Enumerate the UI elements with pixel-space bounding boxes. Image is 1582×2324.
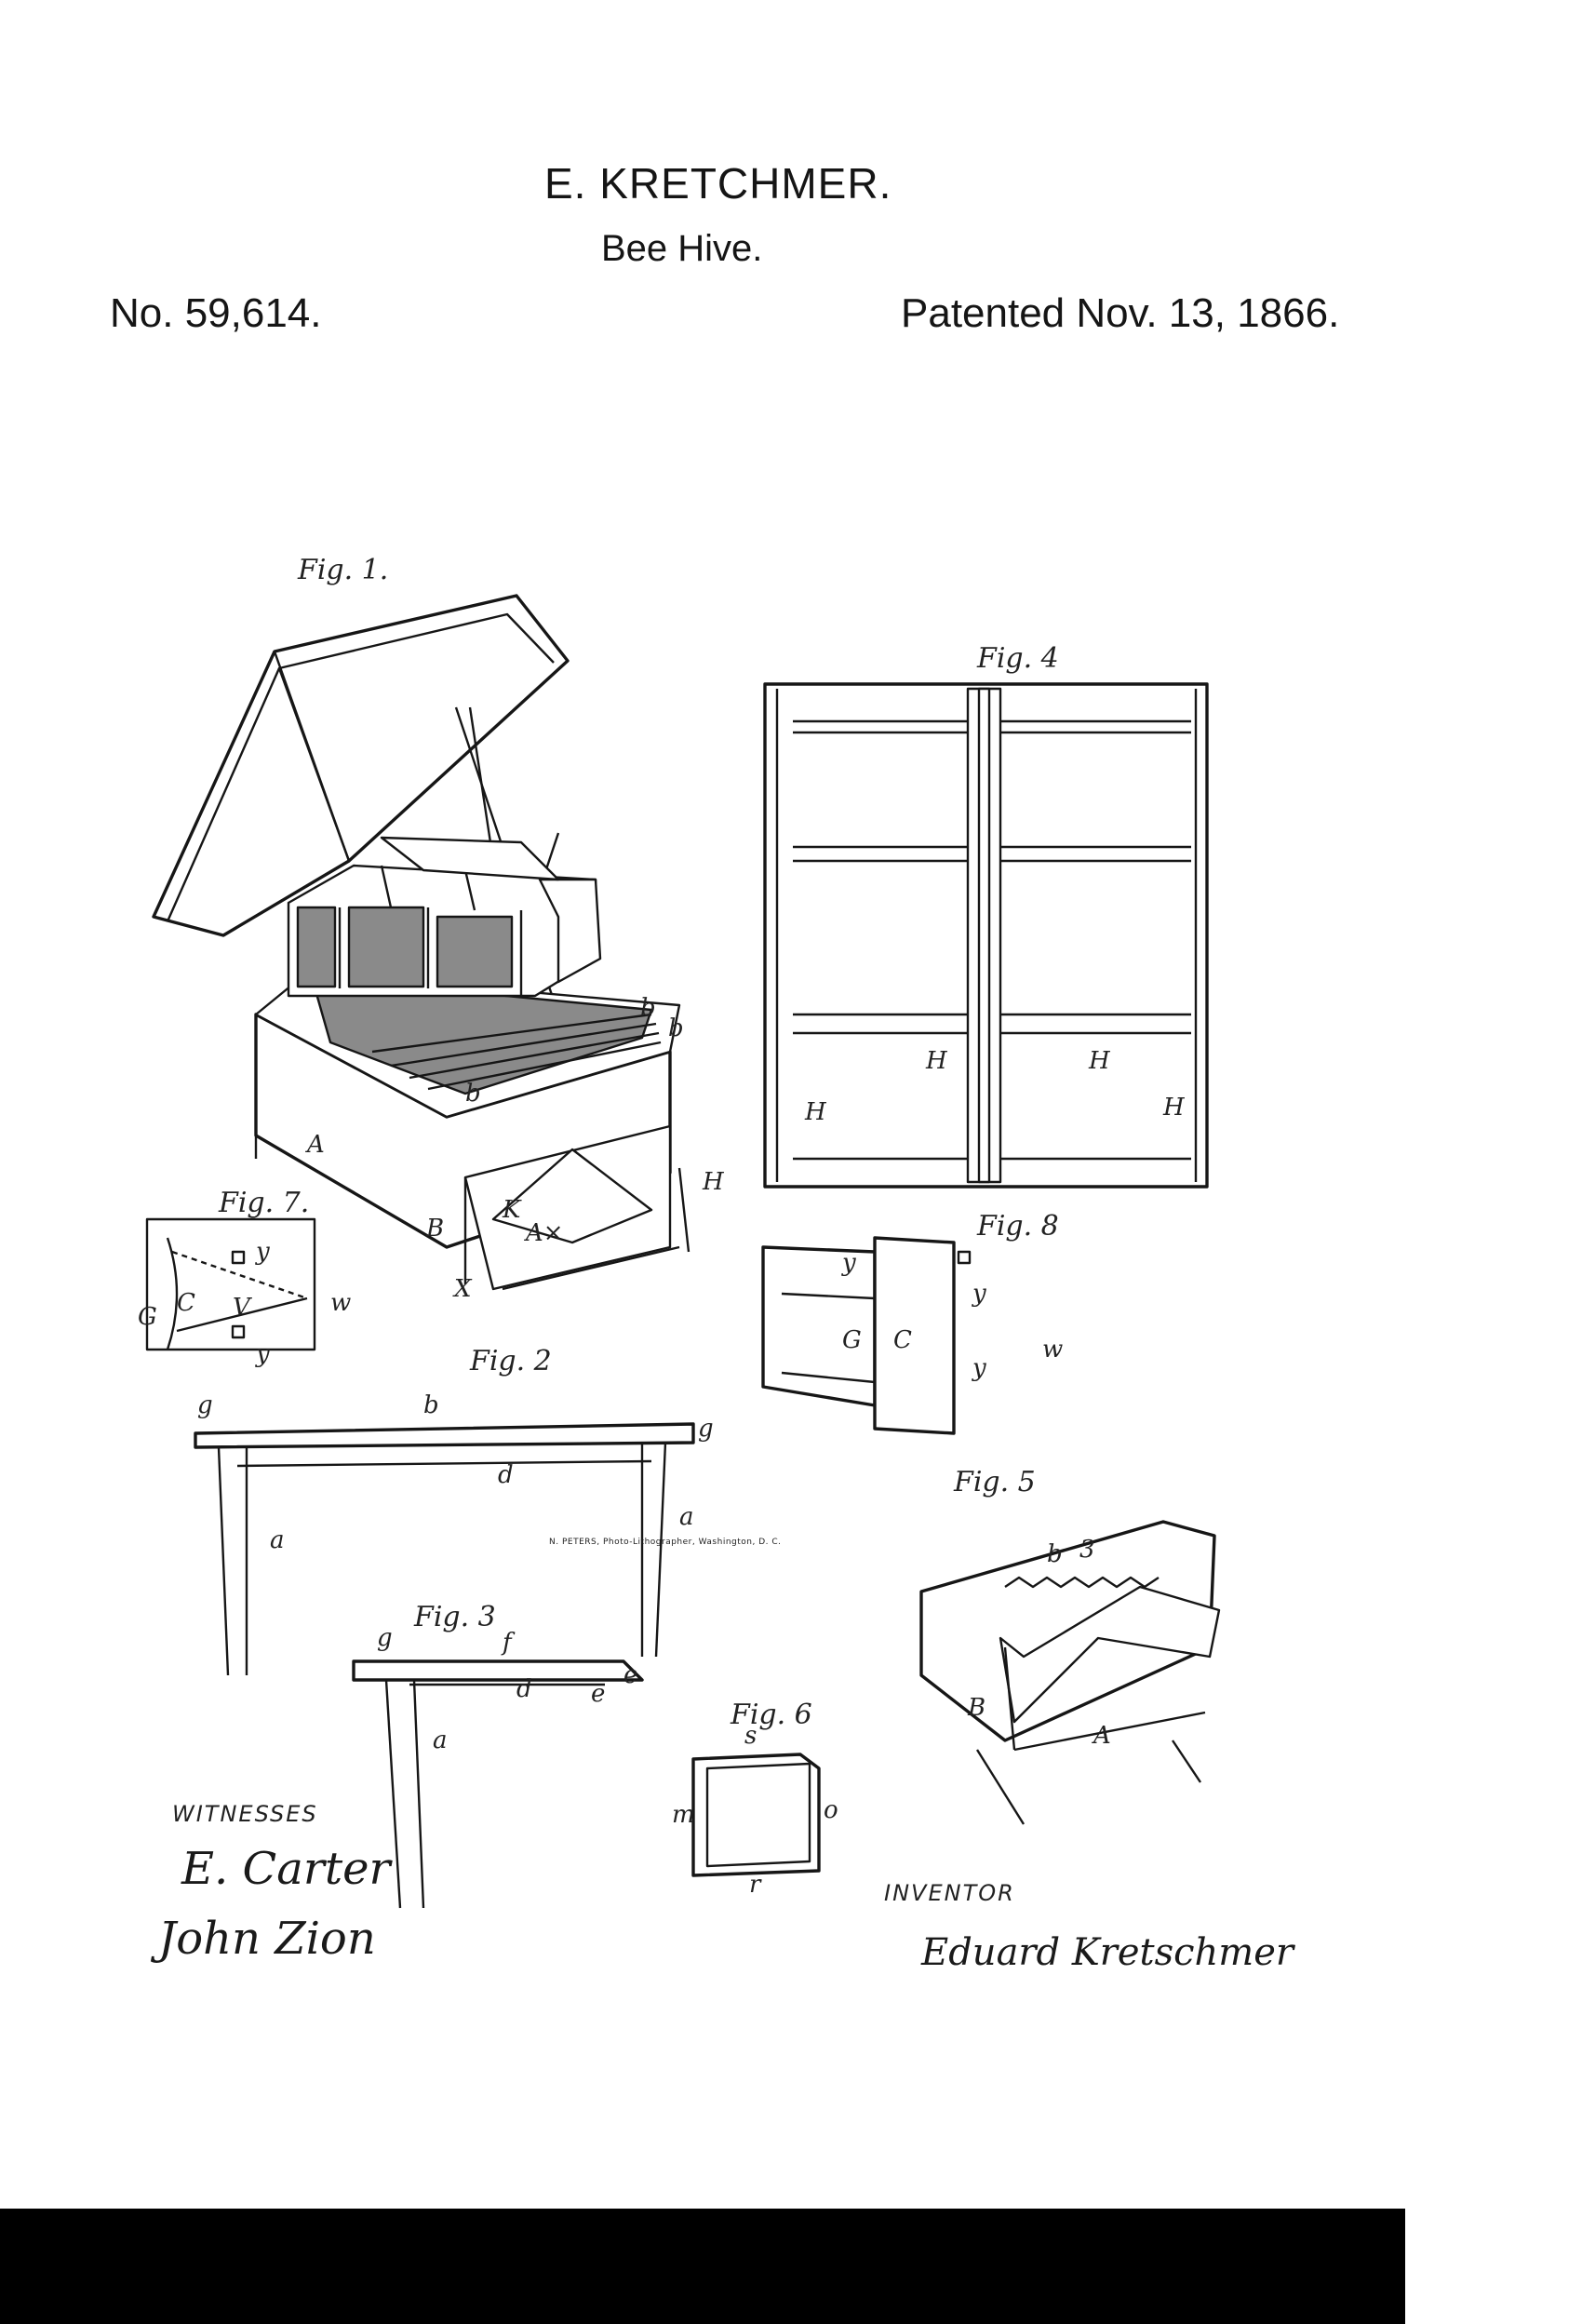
fig1-drawing [152, 594, 690, 1291]
fig2-ref-g2: g [698, 1415, 714, 1443]
fig7-ref-G: G [138, 1303, 157, 1331]
fig2-ref-g1: g [197, 1391, 213, 1419]
witness-signature-1: E. Carter [181, 1843, 391, 1895]
fig8-ref-C: C [893, 1326, 912, 1354]
fig6-drawing [691, 1753, 821, 1877]
fig7-ref-C: C [177, 1289, 195, 1317]
fig5-ref-A: A [1093, 1722, 1111, 1750]
fig1-ref-B: B [426, 1215, 445, 1243]
patent-date: Patented Nov. 13, 1866. [901, 290, 1340, 336]
fig3-ref-f: f [503, 1629, 512, 1657]
fig8-ref-w: w [1042, 1336, 1064, 1364]
invention-title: Bee Hive. [601, 228, 763, 269]
fig1-label: Fig. 1. [298, 554, 389, 586]
fig7-label: Fig. 7. [219, 1187, 310, 1219]
fig1-ref-K: K [503, 1196, 521, 1224]
fig1-ref-b2: b [668, 1014, 684, 1042]
fig1-ref-Ax: A× [526, 1219, 564, 1247]
fig6-ref-s: s [744, 1722, 757, 1750]
fig7-drawing [145, 1217, 316, 1351]
fig7-ref-y1: y [256, 1238, 270, 1266]
patent-number: No. 59,614. [110, 290, 322, 336]
fig5-drawing [919, 1520, 1221, 1825]
fig3-ref-a: a [433, 1726, 448, 1754]
fig6-ref-r: r [749, 1871, 761, 1899]
fig2-ref-b: b [423, 1391, 439, 1419]
fig1-ref-X: X [454, 1275, 472, 1303]
fig5-ref-3: 3 [1079, 1536, 1095, 1564]
fig4-drawing [763, 682, 1209, 1189]
inventor-name: E. KRETCHMER. [544, 159, 892, 208]
fig4-ref-H3: H [805, 1098, 826, 1126]
fig1-ref-H: H [703, 1168, 724, 1196]
fig4-ref-H2: H [1089, 1047, 1110, 1075]
fig3-ref-g: g [377, 1624, 393, 1652]
fig7-ref-V: V [233, 1294, 250, 1322]
witnesses-heading: WITNESSES [172, 1801, 318, 1827]
fig4-label: Fig. 4 [977, 642, 1059, 675]
fig2-drawing [194, 1422, 695, 1676]
fig8-drawing [761, 1236, 972, 1435]
fig4-ref-H1: H [926, 1047, 947, 1075]
fig2-ref-a1: a [270, 1526, 285, 1554]
fig8-label: Fig. 8 [977, 1210, 1059, 1243]
fig5-ref-B: B [968, 1694, 986, 1722]
fig6-label: Fig. 6 [731, 1699, 812, 1731]
lithographer-credit: N. PETERS, Photo-Lithographer, Washingto… [549, 1538, 782, 1547]
fig3-ref-e1: e [623, 1661, 638, 1689]
fig1-ref-b3: b [465, 1080, 481, 1108]
fig3-label: Fig. 3 [414, 1601, 496, 1633]
fig8-ref-y3: y [972, 1354, 986, 1382]
witness-signature-2: John Zion [158, 1913, 376, 1965]
fig1-ref-A: A [307, 1131, 325, 1159]
fig8-ref-G: G [842, 1326, 862, 1354]
scan-border [0, 2209, 1405, 2324]
fig4-ref-H4: H [1163, 1094, 1185, 1122]
fig2-label: Fig. 2 [470, 1345, 552, 1377]
fig7-ref-w: w [330, 1289, 352, 1317]
fig8-ref-y2: y [972, 1280, 986, 1308]
fig6-ref-m: m [672, 1801, 695, 1829]
fig7-ref-y2: y [256, 1340, 270, 1368]
fig2-ref-a2: a [679, 1503, 694, 1531]
inventor-heading: INVENTOR [884, 1880, 1015, 1906]
fig1-ref-b1: b [640, 994, 656, 1022]
fig3-ref-d: d [516, 1675, 532, 1703]
fig8-ref-y1: y [842, 1249, 856, 1277]
fig3-drawing [352, 1659, 644, 1909]
inventor-signature: Eduard Kretschmer [921, 1931, 1294, 1974]
fig6-ref-o: o [824, 1796, 838, 1824]
fig5-label: Fig. 5 [954, 1466, 1036, 1498]
fig5-ref-b: b [1047, 1540, 1063, 1568]
fig2-ref-d: d [498, 1461, 514, 1489]
fig3-ref-e2: e [591, 1680, 606, 1708]
